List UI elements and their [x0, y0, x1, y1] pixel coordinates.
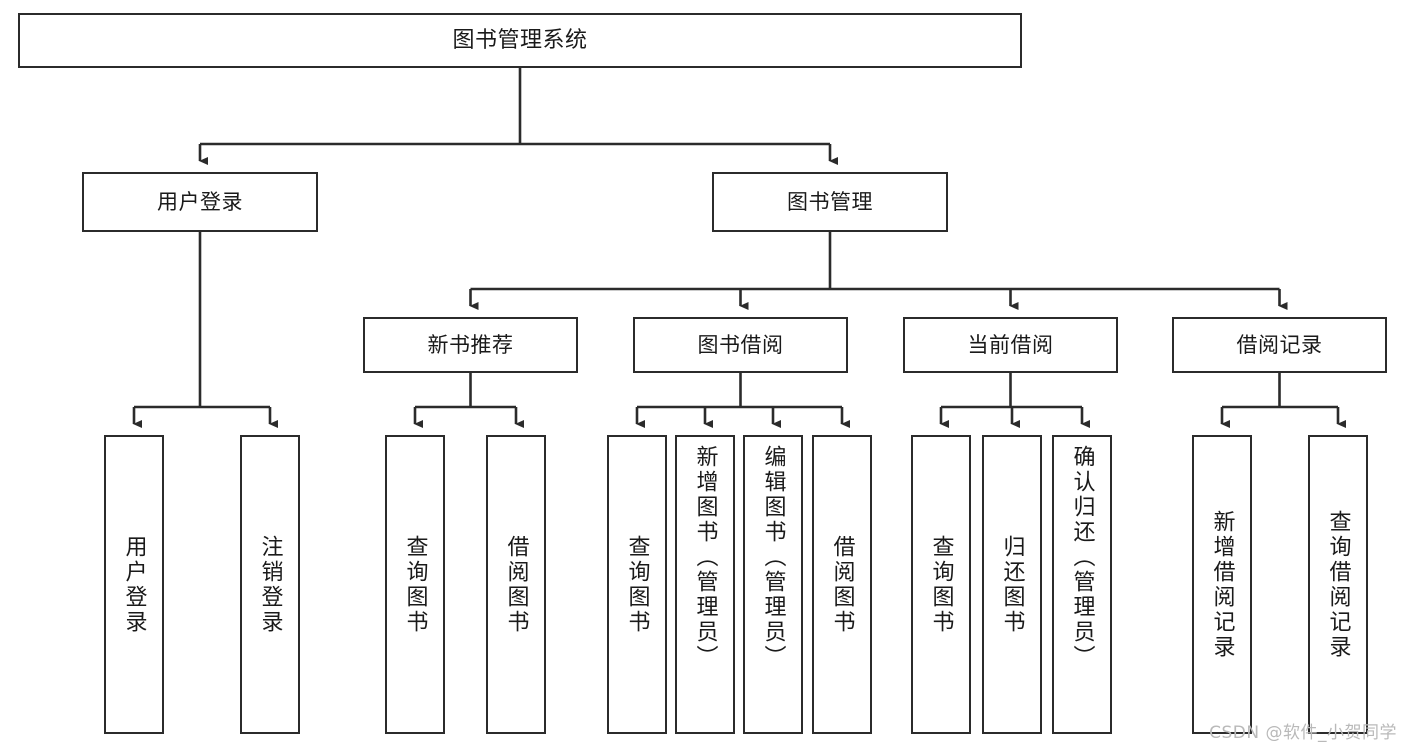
- node-label: 借阅记录: [1236, 332, 1323, 357]
- node-book-borrow[interactable]: 图书借阅: [633, 317, 848, 373]
- node-user-login[interactable]: 用户登录: [82, 172, 318, 232]
- node-label: 图书管理: [787, 189, 873, 214]
- node-label: 图书借阅: [697, 332, 784, 357]
- node-label: 查询图书: [928, 534, 954, 635]
- node-label: 查询图书: [624, 534, 650, 635]
- node-leaf-user-logout[interactable]: 注销登录: [240, 435, 300, 734]
- node-label: 用户登录: [157, 189, 243, 214]
- node-leaf-query-book-1[interactable]: 查询图书: [385, 435, 445, 734]
- node-current-borrow[interactable]: 当前借阅: [903, 317, 1118, 373]
- node-label: 当前借阅: [967, 332, 1054, 357]
- node-label: 归还图书: [999, 534, 1025, 635]
- node-label: 用户登录: [121, 534, 147, 635]
- node-leaf-user-login[interactable]: 用户登录: [104, 435, 164, 734]
- node-leaf-query-book-3[interactable]: 查询图书: [911, 435, 971, 734]
- node-leaf-confirm-return[interactable]: 确认归还（管理员）: [1052, 435, 1112, 734]
- node-label: 查询借阅记录: [1325, 509, 1351, 660]
- node-label: 新增图书（管理员）: [692, 445, 718, 670]
- node-root[interactable]: 图书管理系统: [18, 13, 1022, 68]
- node-label: 确认归还（管理员）: [1069, 445, 1095, 670]
- node-leaf-query-book-2[interactable]: 查询图书: [607, 435, 667, 734]
- node-leaf-return-book[interactable]: 归还图书: [982, 435, 1042, 734]
- node-leaf-query-record[interactable]: 查询借阅记录: [1308, 435, 1368, 734]
- node-leaf-add-book[interactable]: 新增图书（管理员）: [675, 435, 735, 734]
- node-label: 图书管理系统: [452, 27, 588, 53]
- node-book-manage[interactable]: 图书管理: [712, 172, 948, 232]
- node-leaf-borrow-book-1[interactable]: 借阅图书: [486, 435, 546, 734]
- node-label: 编辑图书（管理员）: [760, 445, 786, 670]
- csdn-watermark: CSDN @软件_小贺同学: [1209, 723, 1397, 743]
- node-label: 查询图书: [402, 534, 428, 635]
- node-label: 借阅图书: [503, 534, 529, 635]
- node-label: 新增借阅记录: [1209, 509, 1235, 660]
- node-label: 新书推荐: [427, 332, 514, 357]
- node-leaf-add-record[interactable]: 新增借阅记录: [1192, 435, 1252, 734]
- node-label: 注销登录: [257, 534, 283, 635]
- node-borrow-record[interactable]: 借阅记录: [1172, 317, 1387, 373]
- node-leaf-borrow-book-2[interactable]: 借阅图书: [812, 435, 872, 734]
- node-label: 借阅图书: [829, 534, 855, 635]
- node-new-book-rec[interactable]: 新书推荐: [363, 317, 578, 373]
- node-leaf-edit-book[interactable]: 编辑图书（管理员）: [743, 435, 803, 734]
